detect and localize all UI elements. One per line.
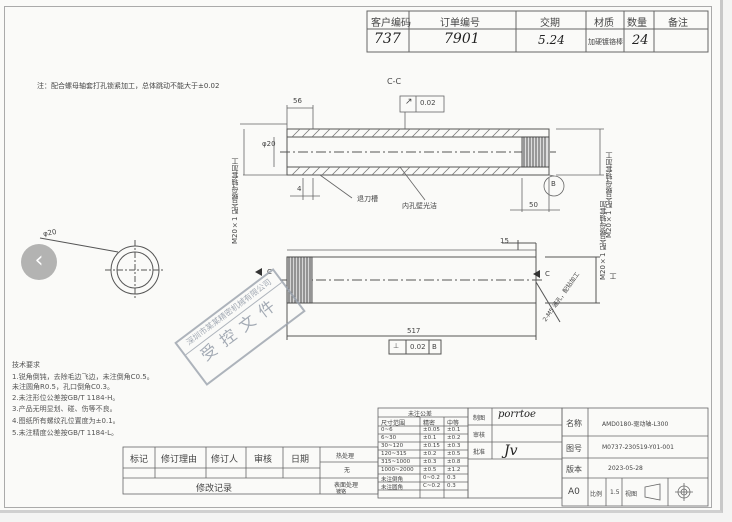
tol-cell: 1000~2000 bbox=[381, 467, 414, 473]
datum-c-right: C bbox=[545, 270, 550, 278]
dim-56: 56 bbox=[293, 97, 302, 105]
header-remarks: 备注 bbox=[668, 18, 688, 29]
tol-cell: ±0.2 bbox=[447, 435, 461, 441]
datum-b: B bbox=[551, 180, 556, 188]
value-quantity: 24 bbox=[632, 33, 649, 48]
dim-4: 4 bbox=[297, 185, 302, 193]
tol-cell: 0.3 bbox=[447, 475, 456, 481]
tol-cell: 未注圆角 bbox=[381, 485, 404, 491]
flatness-symbol-icon: ⊥ bbox=[393, 342, 400, 350]
tol-cell: ±0.5 bbox=[447, 451, 461, 457]
flatness-tolerance: 0.02 bbox=[410, 343, 426, 351]
signoff-approve-signature: Jv bbox=[504, 443, 518, 459]
label-thread-right-2: M20×1 配合螺母轴套加工 bbox=[599, 201, 617, 280]
section-label: C-C bbox=[387, 77, 402, 86]
runout-symbol-icon: ↗ bbox=[405, 97, 413, 107]
title-drawing-value: M0737-230519-Y01-001 bbox=[602, 444, 674, 451]
tech-req-4: 4.图纸所有螺纹孔位置度为±0.1。 bbox=[12, 417, 120, 425]
label-undercut: 退刀槽 bbox=[357, 195, 378, 203]
tube-hatch bbox=[291, 128, 521, 176]
rev-footer: 修改记录 bbox=[196, 484, 233, 494]
datum-c-left: C bbox=[267, 268, 272, 276]
tol-cell: 6~30 bbox=[381, 435, 397, 441]
rev-col-mark: 标记 bbox=[130, 455, 149, 465]
drawing-frame bbox=[4, 6, 712, 508]
tol-header-precise: 精密 bbox=[423, 420, 436, 427]
title-version-value: 2023-05-28 bbox=[608, 465, 643, 472]
title-drawing-label: 图号 bbox=[566, 444, 582, 453]
value-material: 加硬镀铬棒 bbox=[588, 38, 623, 46]
tol-cell: ±0.1 bbox=[423, 435, 437, 441]
tol-cell: ±0.3 bbox=[423, 459, 437, 465]
signoff-approve-label: 批准 bbox=[473, 449, 486, 456]
tol-cell: C~0.2 bbox=[423, 483, 441, 489]
dim-diameter: φ20 bbox=[262, 140, 276, 148]
header-delivery: 交期 bbox=[540, 18, 560, 29]
header-quantity: 数量 bbox=[627, 18, 647, 29]
runout-tolerance: 0.02 bbox=[420, 99, 436, 107]
tol-header-medium: 中等 bbox=[447, 420, 460, 427]
surface-value: 无 bbox=[344, 467, 351, 474]
drawing-sheet: 客户编码 订单编号 交期 材质 数量 备注 737 7901 5.24 加硬镀铬… bbox=[0, 0, 723, 513]
surface2-value: 镀铬 bbox=[336, 489, 347, 495]
tech-req-1: 1.锐角倒钝，去除毛边飞边，未注倒角C0.5。 bbox=[12, 373, 154, 381]
rev-col-reviser: 修订人 bbox=[211, 455, 239, 465]
tol-cell: 未注倒角 bbox=[381, 477, 404, 483]
tol-cell: ±1.2 bbox=[447, 467, 461, 473]
surface2-label: 表面处理 bbox=[334, 482, 359, 489]
tech-req-title: 技术要求 bbox=[12, 361, 40, 369]
dim-50: 50 bbox=[529, 201, 538, 209]
header-material: 材质 bbox=[594, 18, 614, 29]
title-sheet-size: A0 bbox=[568, 487, 580, 497]
title-name-value: AMD0180-驱动轴-L300 bbox=[602, 421, 669, 428]
tech-req-5: 5.未注精度公差按GB/T 1184-L。 bbox=[12, 429, 119, 437]
tol-cell: ±0.5 bbox=[423, 467, 437, 473]
title-view-label: 视图 bbox=[625, 491, 638, 498]
signoff-make-signature: porrtoe bbox=[498, 409, 536, 420]
tech-req-1b: 未注圆角R0.5，孔口倒角C0.3。 bbox=[12, 383, 115, 391]
chevron-left-icon: ‹ bbox=[34, 248, 44, 273]
tech-req-2: 2.未注形位公差按GB/T 1184-H。 bbox=[12, 394, 120, 402]
signoff-make-label: 制图 bbox=[473, 415, 486, 422]
rev-col-date: 日期 bbox=[291, 455, 310, 465]
tol-cell: 315~1000 bbox=[381, 459, 411, 465]
tol-cell: ±0.8 bbox=[447, 459, 461, 465]
tol-cell: ±0.05 bbox=[423, 427, 440, 433]
value-customer-code: 737 bbox=[374, 31, 401, 47]
tol-cell: ±0.2 bbox=[423, 451, 437, 457]
tol-title: 未注公差 bbox=[408, 411, 433, 418]
header-order-no: 订单编号 bbox=[440, 18, 480, 29]
title-scale-value: 1.5 bbox=[610, 489, 620, 496]
flatness-datum: B bbox=[432, 343, 437, 351]
label-inner-polish: 内孔壁光洁 bbox=[402, 202, 437, 210]
header-customer-code: 客户编码 bbox=[371, 18, 411, 29]
value-delivery: 5.24 bbox=[538, 33, 565, 47]
tech-req-3: 3.产品无明显划、碰、伤等不良。 bbox=[12, 405, 117, 413]
previous-page-button[interactable]: ‹ bbox=[21, 244, 57, 280]
tol-cell: 0~6 bbox=[381, 427, 393, 433]
title-scale-label: 比例 bbox=[590, 491, 603, 498]
drawing-lines bbox=[39, 10, 709, 507]
dim-15: 15 bbox=[500, 237, 509, 245]
tol-cell: ±0.1 bbox=[447, 427, 461, 433]
tol-header-range: 尺寸范围 bbox=[381, 420, 406, 427]
label-thread-left: M20×1 配合螺母轴套加工 bbox=[231, 158, 239, 244]
rev-col-reason: 修订理由 bbox=[161, 455, 198, 465]
drawing-note: 注：配合螺母轴套打孔锁紧加工，总体跳动不能大于±0.02 bbox=[37, 82, 220, 90]
tol-cell: ±0.15 bbox=[423, 443, 440, 449]
rev-col-review: 审核 bbox=[254, 455, 273, 465]
tol-cell: ±0.3 bbox=[447, 443, 461, 449]
dim-517: 517 bbox=[407, 327, 421, 335]
surface-label: 热处理 bbox=[336, 453, 355, 460]
title-name-label: 名称 bbox=[566, 419, 582, 428]
tol-cell: 120~315 bbox=[381, 451, 407, 457]
tol-cell: 0~0.2 bbox=[423, 475, 440, 481]
signoff-check-label: 审核 bbox=[473, 432, 486, 439]
title-version-label: 版本 bbox=[566, 465, 582, 474]
tol-cell: 30~120 bbox=[381, 443, 404, 449]
value-order-no: 7901 bbox=[444, 31, 480, 47]
tol-cell: 0.3 bbox=[447, 483, 456, 489]
